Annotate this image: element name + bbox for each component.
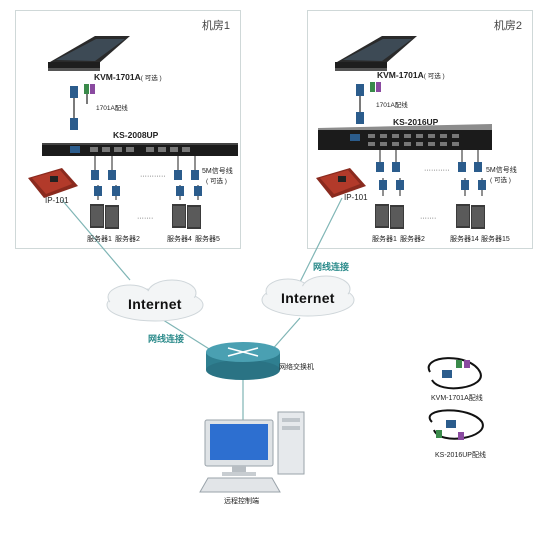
kvm-cable-room2-icon bbox=[356, 82, 381, 124]
kvm-cable-room1-label: 1701A配线 bbox=[96, 105, 128, 112]
ks-2016up-cable-icon bbox=[428, 409, 484, 440]
kvm-switch-room2-label: KS-2016UP bbox=[393, 117, 439, 127]
ip-101-room2-label: IP-101 bbox=[344, 193, 368, 202]
room-1-title: 机房1 bbox=[201, 20, 230, 32]
network-switch-icon bbox=[206, 342, 280, 380]
server-room-1-panel: 机房1 bbox=[15, 10, 241, 249]
svg-text:·······: ······· bbox=[420, 215, 436, 222]
server-2-room2-label: 服务器2 bbox=[400, 236, 425, 243]
signal-connectors-room2 bbox=[376, 162, 486, 190]
server-1-room2-label: 服务器1 bbox=[372, 236, 397, 243]
signal-optional-room2-label: ( 可选 ) bbox=[490, 177, 511, 184]
svg-text:···········: ··········· bbox=[140, 173, 166, 180]
internet-cloud-left-icon bbox=[106, 279, 204, 322]
servers-room2-icon: ······· ··········· bbox=[375, 167, 485, 229]
kvm-optional-room1: ( 可选 ) bbox=[140, 75, 162, 82]
ip-101-room1-icon bbox=[28, 168, 78, 198]
server-2-room1-label: 服务器2 bbox=[115, 236, 140, 243]
svg-text:·······: ······· bbox=[137, 215, 153, 222]
kvm-cable-room2-label: 1701A配线 bbox=[376, 102, 408, 109]
network-links bbox=[61, 197, 343, 420]
kvm-model-room2: KVM-1701A bbox=[377, 70, 424, 80]
signal-connectors-room1 bbox=[91, 170, 202, 196]
kvm-1701a-cable-icon bbox=[427, 357, 482, 390]
remote-pc-icon bbox=[199, 411, 305, 493]
internet-right-label: Internet bbox=[281, 290, 335, 306]
server-14-room2-label: 服务器14 bbox=[450, 236, 479, 243]
ip-101-room2-icon bbox=[316, 168, 366, 198]
signal-cable-room1-label: 5M信号线 bbox=[202, 168, 233, 175]
kvm-console-room2-label: KVM-1701A( 可选 ) bbox=[377, 70, 445, 80]
server-4-room1-label: 服务器4 bbox=[167, 236, 192, 243]
internet-left-label: Internet bbox=[128, 296, 182, 312]
internet-cloud-right-icon bbox=[261, 275, 355, 317]
link-label-left: 网线连接 bbox=[148, 334, 185, 344]
kvm-optional-room2: ( 可选 ) bbox=[423, 73, 445, 80]
kvm-switch-room2-icon bbox=[318, 124, 492, 150]
ip-101-room1-label: IP-101 bbox=[45, 196, 69, 205]
kvm-console-room1-icon bbox=[48, 36, 130, 71]
kvm-console-room1-label: KVM-1701A( 可选 ) bbox=[94, 72, 162, 82]
ks-2016up-cable-caption: KS-2016UP配线 bbox=[435, 452, 486, 459]
kvm-cable-room1-icon bbox=[70, 84, 95, 130]
signal-cable-room2-label: 5M信号线 bbox=[486, 167, 517, 174]
network-switch-label: 网络交换机 bbox=[279, 364, 314, 371]
server-15-room2-label: 服务器15 bbox=[481, 236, 510, 243]
servers-room1-icon: ······· ··········· bbox=[90, 173, 201, 229]
kvm-switch-room1-icon bbox=[42, 143, 238, 156]
server-5-room1-label: 服务器5 bbox=[195, 236, 220, 243]
kvm-model-room1: KVM-1701A bbox=[94, 72, 141, 82]
server-1-room1-label: 服务器1 bbox=[87, 236, 112, 243]
kvm-console-room2-icon bbox=[335, 36, 417, 71]
signal-optional-room1-label: ( 可选 ) bbox=[206, 178, 227, 185]
kvm-1701a-cable-caption: KVM-1701A配线 bbox=[431, 395, 483, 402]
link-label-right: 网线连接 bbox=[313, 262, 350, 272]
kvm-switch-room1-label: KS-2008UP bbox=[113, 130, 159, 140]
room-2-title: 机房2 bbox=[493, 20, 522, 32]
remote-console-label: 远程控制端 bbox=[224, 498, 259, 505]
svg-text:···········: ··········· bbox=[424, 167, 450, 174]
